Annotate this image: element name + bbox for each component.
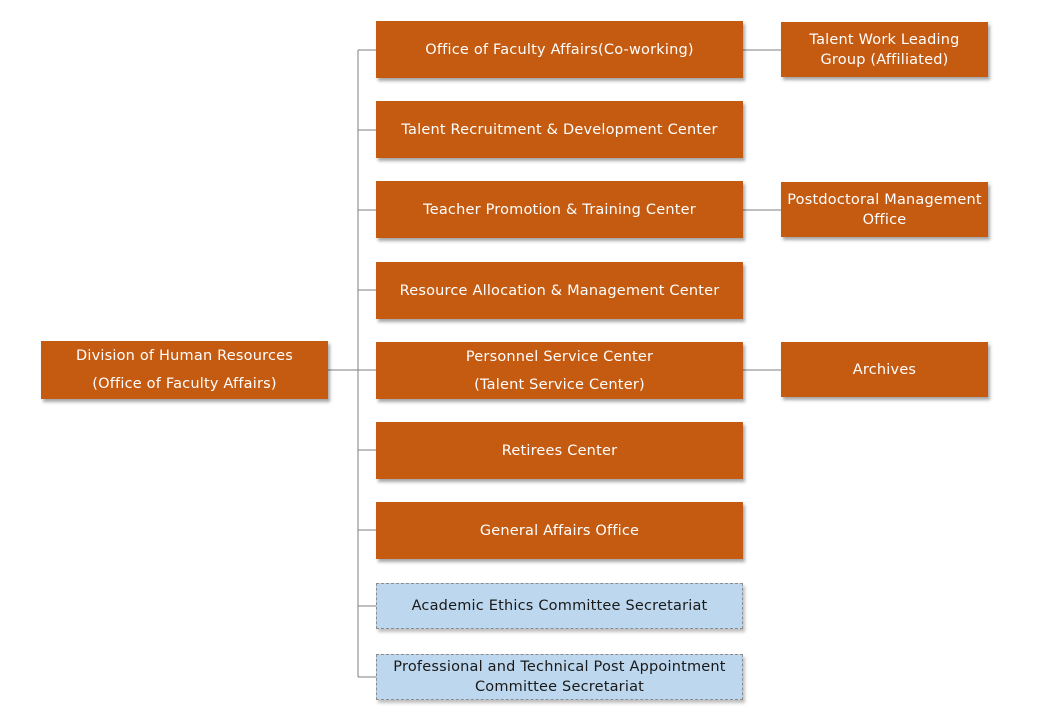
root-node-division-of-human-resources: Division of Human Resources (Office of F… [41, 341, 328, 399]
unit-label: Office of Faculty Affairs(Co-working) [425, 41, 694, 58]
unit-talent-recruitment-center: Talent Recruitment & Development Center [376, 101, 743, 158]
unit-professional-post-secretariat: Professional and Technical Post Appointm… [376, 654, 743, 700]
unit-office-of-faculty-affairs: Office of Faculty Affairs(Co-working) [376, 21, 743, 78]
unit-label: Retirees Center [501, 442, 618, 459]
affiliate-label: Archives [852, 361, 917, 378]
unit-general-affairs-office: General Affairs Office [376, 502, 743, 559]
affiliate-postdoctoral-management-office: Postdoctoral Management Office [781, 182, 988, 237]
affiliate-talent-work-leading-group: Talent Work Leading Group (Affiliated) [781, 22, 988, 77]
root-line-1: Division of Human Resources [76, 348, 293, 364]
unit-resource-allocation-center: Resource Allocation & Management Center [376, 262, 743, 319]
affiliate-label-line-2: Office [862, 211, 907, 228]
affiliate-label-line-2: Group (Affiliated) [820, 51, 949, 68]
affiliate-label-line-1: Postdoctoral Management [787, 191, 982, 208]
unit-label: Academic Ethics Committee Secretariat [411, 598, 708, 614]
root-line-2: (Office of Faculty Affairs) [92, 376, 277, 392]
unit-label-line-2: (Talent Service Center) [474, 376, 645, 393]
unit-personnel-service-center: Personnel Service Center (Talent Service… [376, 342, 743, 399]
unit-label-line-1: Personnel Service Center [465, 348, 654, 365]
unit-academic-ethics-secretariat: Academic Ethics Committee Secretariat [376, 583, 743, 629]
unit-label: Talent Recruitment & Development Center [401, 121, 718, 138]
unit-label: Resource Allocation & Management Center [399, 282, 720, 299]
unit-label: General Affairs Office [479, 522, 640, 539]
affiliate-archives: Archives [781, 342, 988, 397]
unit-retirees-center: Retirees Center [376, 422, 743, 479]
unit-teacher-promotion-center: Teacher Promotion & Training Center [376, 181, 743, 238]
unit-label: Teacher Promotion & Training Center [423, 201, 696, 218]
unit-label-line-1: Professional and Technical Post Appointm… [393, 659, 726, 675]
affiliate-label-line-1: Talent Work Leading [809, 31, 960, 48]
unit-label-line-2: Committee Secretariat [474, 679, 645, 695]
